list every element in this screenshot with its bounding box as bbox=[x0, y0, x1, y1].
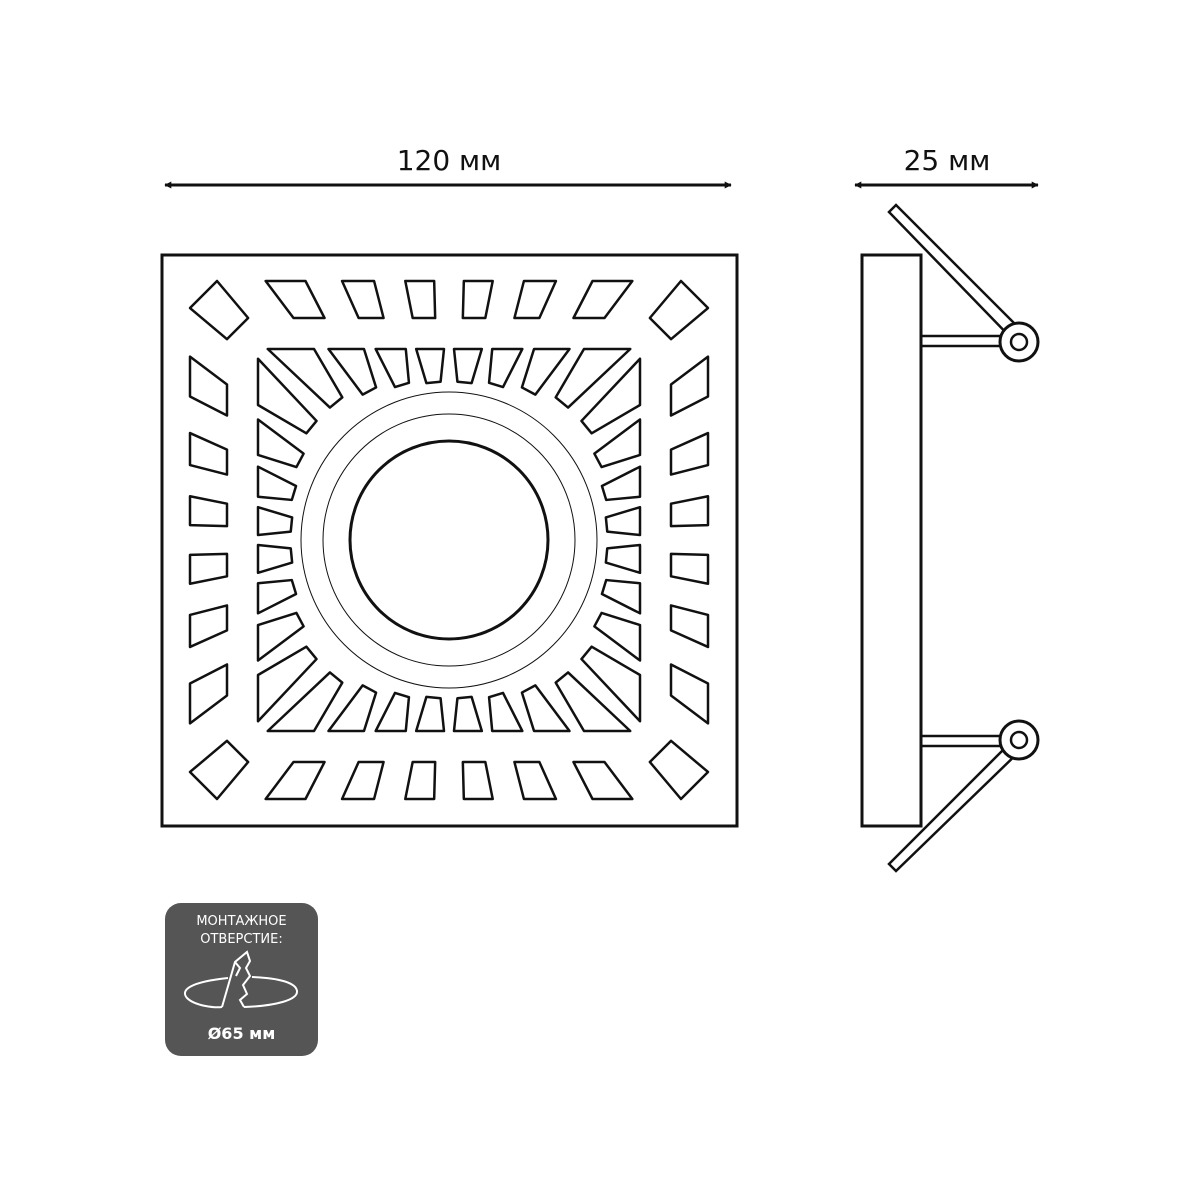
inner-slot bbox=[604, 543, 642, 575]
outer-slot bbox=[461, 760, 494, 801]
panel-outline bbox=[160, 253, 739, 828]
badge-diameter: Ø65 мм bbox=[208, 1024, 276, 1043]
inner-slot bbox=[520, 684, 571, 733]
inner-slot bbox=[414, 695, 446, 733]
outer-slot bbox=[513, 760, 558, 801]
inner-slot bbox=[593, 418, 642, 469]
outer-slot bbox=[669, 355, 710, 417]
outer-slot bbox=[404, 279, 437, 320]
width-label: 120 мм bbox=[397, 144, 502, 177]
inner-slot bbox=[554, 671, 632, 733]
outer-slot bbox=[572, 760, 634, 801]
slots bbox=[188, 279, 710, 801]
inner-slot bbox=[327, 684, 378, 733]
outer-slot bbox=[669, 431, 710, 476]
outer-slot bbox=[264, 760, 326, 801]
inner-slot bbox=[604, 505, 642, 537]
lamp-hole bbox=[348, 439, 550, 641]
inner-slot bbox=[554, 347, 632, 409]
outer-slot bbox=[340, 279, 385, 320]
inner-slot bbox=[452, 695, 484, 733]
depth-dimension: 25 мм bbox=[854, 144, 1039, 189]
outer-slot bbox=[648, 739, 710, 801]
inner-slot bbox=[256, 578, 298, 615]
side-view bbox=[860, 203, 1040, 873]
inner-slot bbox=[593, 611, 642, 662]
inner-slot bbox=[256, 611, 305, 662]
badge-line2: ОТВЕРСТИЕ: bbox=[200, 932, 282, 947]
outer-slot bbox=[669, 552, 710, 585]
outer-slot bbox=[669, 663, 710, 725]
inner-ring bbox=[322, 413, 576, 667]
outer-slot bbox=[572, 279, 634, 320]
inner-slot bbox=[327, 347, 378, 396]
cut-hole-icon bbox=[184, 950, 298, 1009]
inner-slot bbox=[374, 691, 411, 733]
outer-slot bbox=[188, 431, 229, 476]
outer-ring bbox=[300, 391, 598, 689]
inner-slot bbox=[487, 347, 524, 389]
mounting-hole-badge: МОНТАЖНОЕ ОТВЕРСТИЕ: Ø65 мм bbox=[165, 903, 318, 1056]
outer-slot bbox=[188, 552, 229, 585]
outer-slot bbox=[669, 495, 710, 528]
width-dimension: 120 мм bbox=[164, 144, 732, 189]
inner-slot bbox=[256, 357, 318, 435]
badge-background bbox=[165, 903, 318, 1056]
inner-slot bbox=[580, 645, 642, 723]
top-spring-clip bbox=[887, 203, 1040, 363]
inner-slot bbox=[452, 347, 484, 385]
depth-label: 25 мм bbox=[904, 144, 991, 177]
outer-slot bbox=[188, 739, 250, 801]
inner-slot bbox=[256, 418, 305, 469]
outer-slot bbox=[513, 279, 558, 320]
inner-slot bbox=[600, 465, 642, 502]
inner-slot bbox=[600, 578, 642, 615]
inner-slot bbox=[487, 691, 524, 733]
outer-slot bbox=[188, 604, 229, 649]
bottom-spring-clip bbox=[887, 719, 1040, 873]
outer-slot bbox=[188, 495, 229, 528]
front-view bbox=[160, 253, 739, 828]
inner-slot bbox=[374, 347, 411, 389]
outer-slot bbox=[404, 760, 437, 801]
outer-slot bbox=[669, 604, 710, 649]
outer-slot bbox=[188, 355, 229, 417]
inner-slot bbox=[256, 645, 318, 723]
inner-slot bbox=[256, 465, 298, 502]
inner-slot bbox=[266, 347, 344, 409]
side-body bbox=[860, 253, 923, 828]
outer-slot bbox=[264, 279, 326, 320]
outer-slot bbox=[648, 279, 710, 341]
inner-slot bbox=[256, 505, 294, 537]
outer-slot bbox=[340, 760, 385, 801]
outer-slot bbox=[188, 279, 250, 341]
outer-slot bbox=[188, 663, 229, 725]
inner-slot bbox=[414, 347, 446, 385]
outer-slot bbox=[461, 279, 494, 320]
inner-slot bbox=[520, 347, 571, 396]
inner-slot bbox=[580, 357, 642, 435]
inner-slot bbox=[256, 543, 294, 575]
inner-slot bbox=[266, 671, 344, 733]
badge-line1: МОНТАЖНОЕ bbox=[196, 914, 286, 929]
